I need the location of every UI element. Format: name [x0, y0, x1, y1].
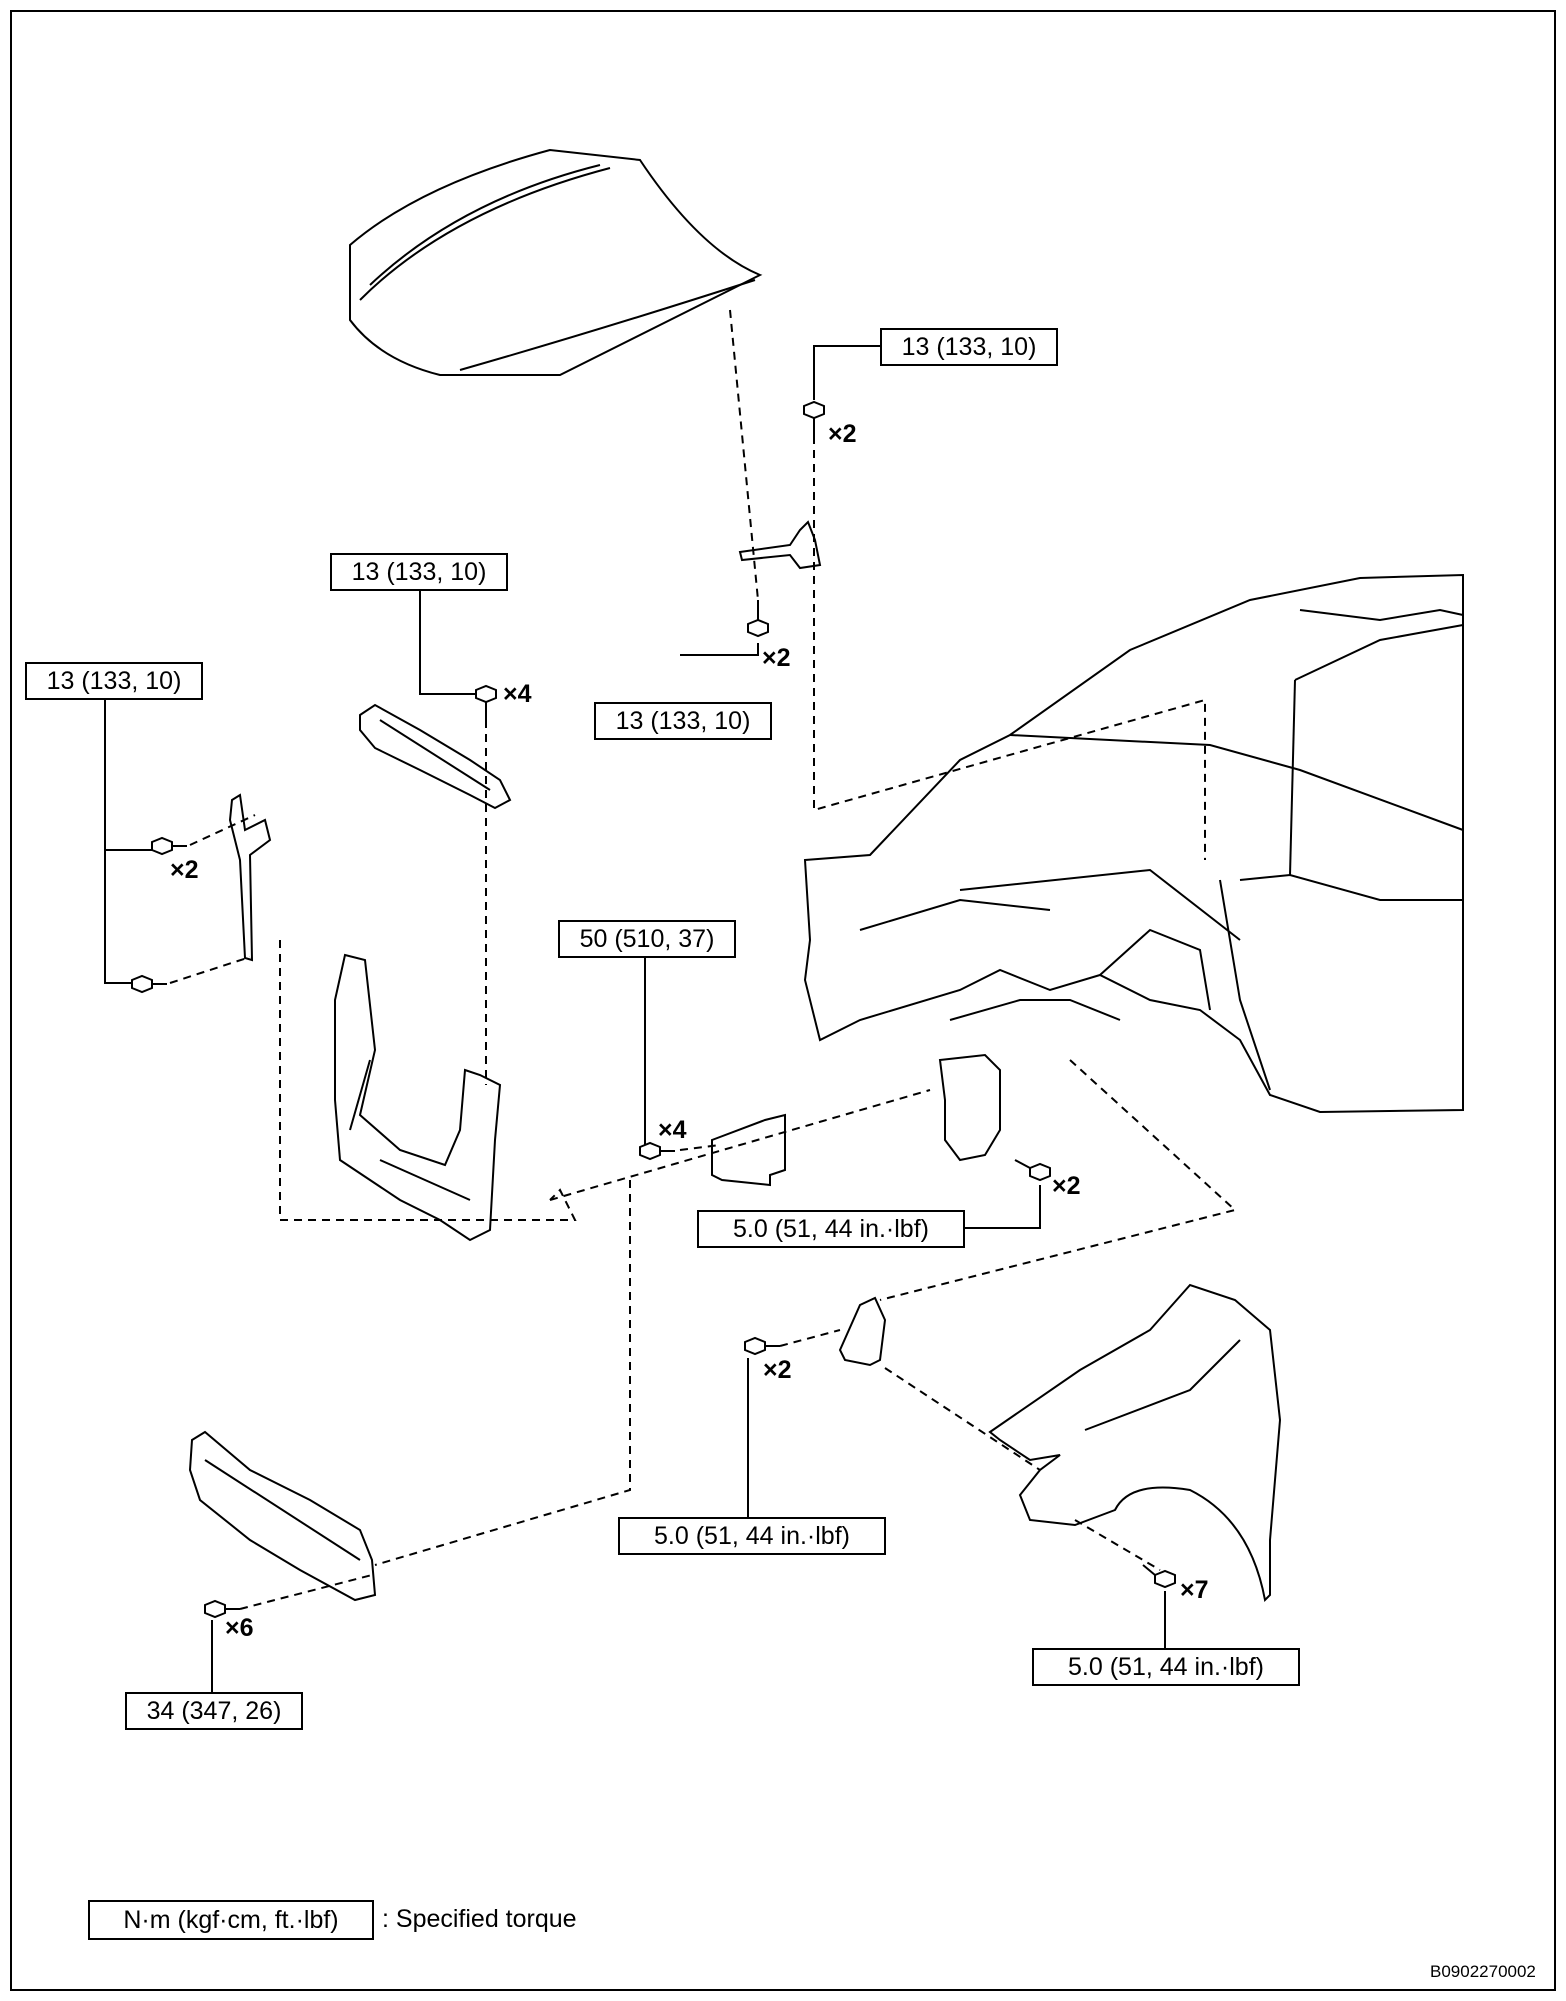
bumper-reinforcement	[188, 1430, 377, 1602]
radiator-support-upper	[359, 703, 512, 810]
qty-hood-hinge-lower: ×2	[762, 644, 791, 672]
apron-front-bracket	[938, 1053, 1001, 1162]
fender-bracket	[838, 1296, 887, 1367]
hood-panel	[349, 148, 763, 376]
figure-code: B0902270002	[1430, 1962, 1536, 1981]
torque-label-bumper-reinforcement: 34 (347, 26)	[125, 1692, 303, 1730]
torque-label-crash-box: 50 (510, 37)	[558, 920, 736, 958]
assembly-dashed-lines	[169, 309, 1238, 1610]
torque-label-fender: 5.0 (51, 44 in.·lbf)	[1032, 1648, 1300, 1686]
qty-hood-hinge-upper: ×2	[828, 420, 857, 448]
front-fender	[988, 1283, 1282, 1603]
torque-label-fender-bracket: 5.0 (51, 44 in.·lbf)	[618, 1517, 886, 1555]
qty-bumper-reinforcement: ×6	[225, 1614, 254, 1642]
torque-label-hood-hinge-lower: 13 (133, 10)	[594, 702, 772, 740]
hood-hinge	[738, 520, 822, 570]
legend-unit-box: N·m (kgf·cm, ft.·lbf)	[88, 1900, 374, 1940]
qty-apron-bracket: ×2	[1052, 1172, 1081, 1200]
qty-crash-box: ×4	[658, 1116, 687, 1144]
crash-box	[711, 1113, 786, 1187]
torque-label-apron-bracket: 5.0 (51, 44 in.·lbf)	[697, 1210, 965, 1248]
qty-radiator-support-upper: ×4	[503, 680, 532, 708]
qty-fender-bracket: ×2	[763, 1356, 792, 1384]
torque-label-hood-hinge-upper: 13 (133, 10)	[880, 328, 1058, 366]
diagram-frame	[10, 10, 1556, 1991]
radiator-support-lower	[334, 953, 502, 1242]
vehicle-body	[803, 573, 1464, 1114]
legend-description: : Specified torque	[382, 1905, 577, 1933]
qty-radiator-side: ×2	[170, 856, 199, 884]
torque-label-radiator-side: 13 (133, 10)	[25, 662, 203, 700]
bolt-symbols	[131, 400, 1176, 1619]
qty-fender: ×7	[1180, 1576, 1209, 1604]
leader-lines	[104, 345, 1166, 1694]
radiator-side-support	[228, 793, 272, 962]
torque-label-radiator-support-upper: 13 (133, 10)	[330, 553, 508, 591]
